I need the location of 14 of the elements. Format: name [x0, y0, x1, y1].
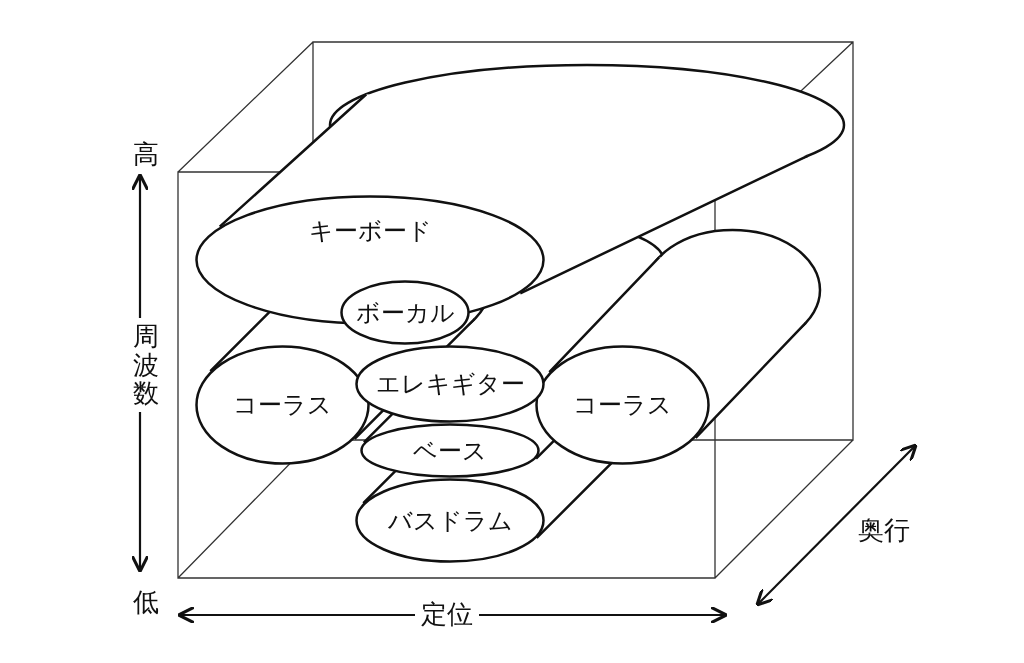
instrument-label: キーボード	[307, 219, 433, 244]
axis-label: 定位	[415, 600, 479, 629]
instrument-label: ボーカル	[354, 300, 456, 325]
instrument-ellipse	[355, 345, 545, 423]
instrument-ellipse	[355, 478, 545, 563]
instrument-label: バスドラム	[386, 508, 514, 533]
instrument-ellipse	[340, 280, 470, 345]
instrument-label: コーラス	[232, 393, 333, 417]
instrument-label: エレキギター	[374, 372, 526, 396]
instrument-label: コーラス	[572, 393, 673, 417]
instrument-label: ベース	[412, 438, 488, 463]
instrument-ellipse	[195, 345, 370, 465]
instrument-ellipse	[360, 423, 540, 478]
instrument-ellipse	[535, 345, 710, 465]
